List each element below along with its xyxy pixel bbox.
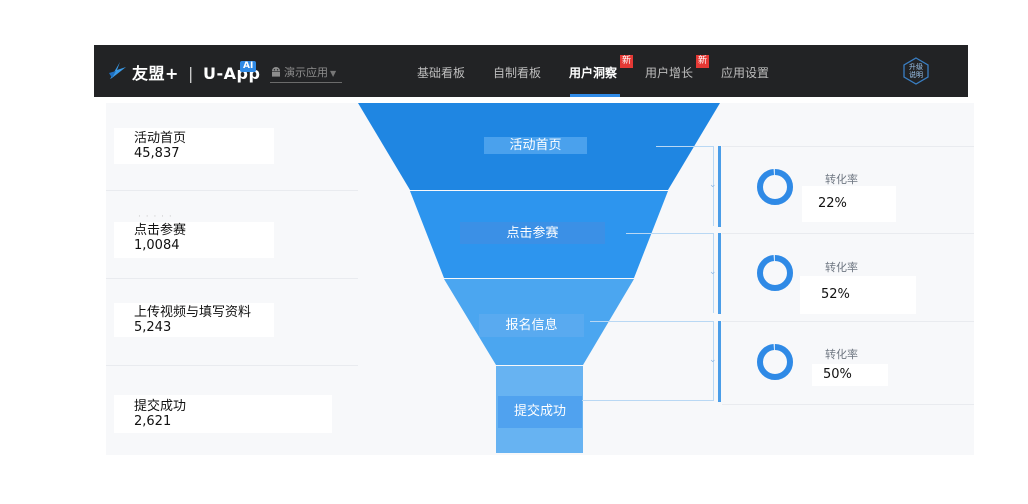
connector-line — [590, 321, 714, 322]
faded-step-label: · · · · · — [138, 212, 173, 222]
umeng-logo-icon — [109, 62, 126, 79]
upgrade-line-1: 升级 — [909, 63, 923, 71]
conversion-title: 转化率 — [825, 348, 858, 361]
funnel-stage-label: 活动首页 — [509, 138, 562, 153]
step-count: 45,837 — [134, 146, 180, 161]
conversion-value: 22% — [818, 196, 847, 211]
step-name: 点击参赛 — [134, 223, 187, 238]
step-name: 提交成功 — [134, 399, 187, 414]
conversion-ring — [757, 344, 793, 380]
arrow-down-icon: ⌄ — [709, 267, 717, 277]
ring-progress — [757, 169, 793, 205]
step-count: 5,243 — [134, 320, 172, 335]
conversion-ring — [757, 169, 793, 205]
row-divider — [106, 278, 358, 279]
stage-label-box — [479, 314, 584, 337]
connector-line — [713, 233, 714, 313]
conversion-bracket — [718, 321, 721, 402]
ring-progress — [757, 344, 793, 380]
stage-label-box — [498, 396, 582, 428]
conversion-title: 转化率 — [825, 261, 858, 274]
brand-separator: | — [188, 64, 194, 83]
conversion-bracket — [718, 146, 721, 227]
conversion-value: 50% — [823, 367, 852, 382]
top-navigation-bar: 友盟+ | U-App AI 演示应用▼ 基础看板 自制看板 用户洞察 新 用户… — [94, 45, 968, 97]
arrow-down-icon: ⌄ — [709, 355, 717, 365]
conversion-value-box — [802, 186, 896, 222]
funnel-stage-label: 点击参赛 — [506, 226, 559, 241]
conversion-title: 转化率 — [825, 173, 858, 186]
connector-line — [656, 146, 714, 147]
connector-line — [626, 233, 714, 234]
upgrade-hexagon-icon[interactable] — [902, 57, 930, 85]
step-name: 活动首页 — [134, 131, 187, 146]
conversion-value-box — [812, 364, 888, 386]
conversion-bracket — [718, 233, 721, 314]
connector-line — [713, 146, 714, 226]
funnel-stage-label: 报名信息 — [505, 318, 558, 333]
active-tab-indicator — [570, 94, 620, 97]
funnel-stage-label: 提交成功 — [513, 404, 566, 419]
ring-progress — [757, 255, 793, 291]
step-count: 1,0084 — [134, 238, 180, 253]
app-selector-value: 演示应用 — [284, 66, 328, 79]
stage-label-box — [484, 137, 587, 154]
funnel-step-card[interactable]: 提交成功 2,621 — [114, 395, 332, 433]
brand-umeng: 友盟+ — [132, 64, 179, 83]
nav-user-insight[interactable]: 用户洞察 — [569, 66, 618, 80]
funnel-step-card[interactable]: 上传视频与填写资料 5,243 — [114, 303, 274, 337]
connector-line — [713, 321, 714, 401]
nav-app-settings[interactable]: 应用设置 — [721, 66, 770, 80]
upgrade-line-2: 说明 — [909, 71, 923, 79]
conversion-value-box — [800, 276, 916, 314]
step-name: 上传视频与填写资料 — [134, 305, 252, 320]
step-count: 2,621 — [134, 414, 172, 429]
row-divider — [106, 365, 358, 366]
nav-custom-dashboard[interactable]: 自制看板 — [493, 66, 542, 80]
ai-badge: AI — [240, 61, 257, 72]
conversion-card — [722, 321, 974, 405]
chevron-down-icon: ▼ — [330, 69, 337, 78]
upgrade-notes-button[interactable]: 升级 说明 — [902, 63, 930, 79]
app-selector-dropdown[interactable]: 演示应用▼ — [270, 64, 342, 83]
funnel-chart — [358, 103, 720, 453]
funnel-step-card[interactable]: 点击参赛 1,0084 — [114, 222, 274, 258]
android-icon — [272, 67, 280, 77]
new-badge: 新 — [620, 55, 633, 68]
arrow-down-icon: ⌄ — [709, 180, 717, 190]
conversion-value: 52% — [821, 287, 850, 302]
stage-label-box — [460, 222, 605, 244]
connector-line — [582, 400, 714, 401]
row-divider — [106, 190, 358, 191]
nav-user-growth[interactable]: 用户增长 — [645, 66, 694, 80]
nav-basic-dashboard[interactable]: 基础看板 — [417, 66, 466, 80]
conversion-ring — [757, 255, 793, 291]
brand-name[interactable]: 友盟+ | U-App — [132, 60, 260, 84]
new-badge: 新 — [696, 55, 709, 68]
funnel-step-card[interactable]: 活动首页 45,837 — [114, 128, 274, 164]
